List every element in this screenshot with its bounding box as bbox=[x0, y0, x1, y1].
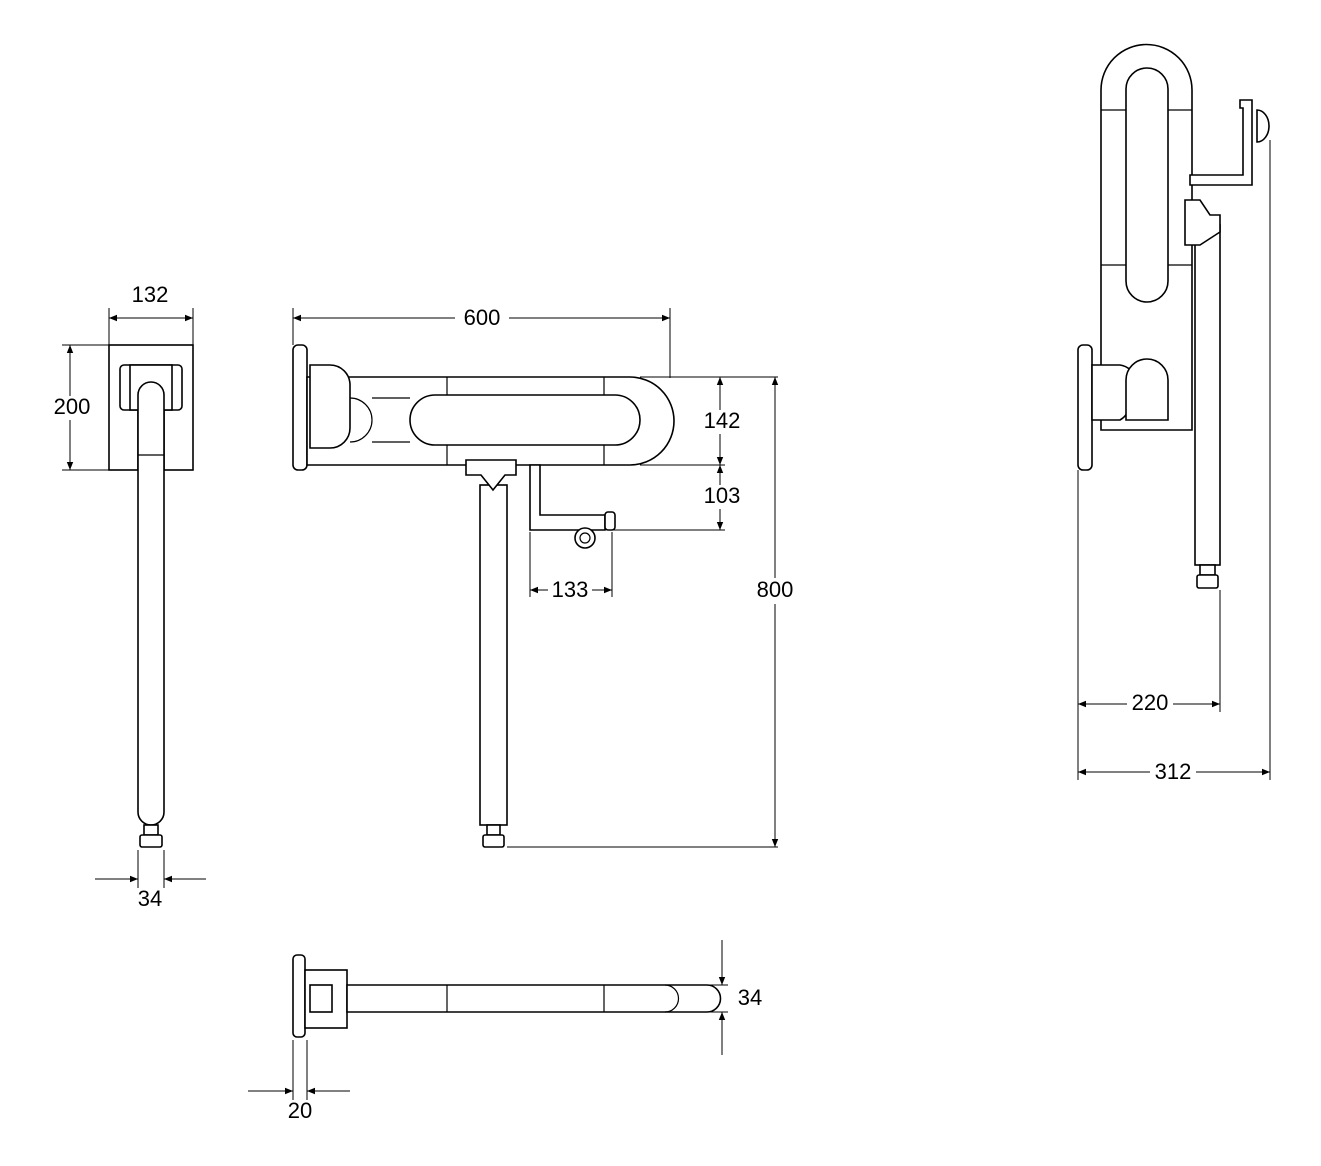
dim-bar-diameter: 34 bbox=[738, 985, 762, 1010]
foot-stem bbox=[143, 824, 159, 836]
foot-stem bbox=[486, 824, 501, 836]
dim-length: 600 bbox=[464, 305, 501, 330]
dim-width: 132 bbox=[132, 282, 169, 307]
foot-stem bbox=[1199, 564, 1216, 576]
dim-holder-width: 133 bbox=[552, 577, 589, 602]
foot bbox=[139, 834, 163, 848]
bar-end-curve bbox=[664, 984, 680, 1013]
paper-holder-roller bbox=[574, 527, 596, 549]
wall-plate bbox=[292, 954, 306, 1038]
dim-total-height: 800 bbox=[757, 577, 794, 602]
bar-slot bbox=[409, 394, 641, 446]
dim-height: 200 bbox=[54, 394, 91, 419]
paper-holder bbox=[529, 464, 606, 531]
dim-plate-thickness: 20 bbox=[288, 1098, 312, 1123]
bracket-curve bbox=[349, 397, 373, 443]
paper-holder-roller-core bbox=[579, 532, 591, 544]
bracket-core bbox=[309, 984, 333, 1013]
paper-holder bbox=[1189, 99, 1253, 186]
grab-bar bbox=[346, 984, 722, 1013]
label-background bbox=[1150, 760, 1196, 784]
pole-top bbox=[137, 381, 165, 470]
paper-holder-roller bbox=[1256, 109, 1270, 143]
label-background bbox=[698, 410, 744, 434]
wall-plate bbox=[1077, 344, 1093, 471]
wall-plate bbox=[292, 344, 308, 471]
folded-leg bbox=[1194, 224, 1221, 566]
foot bbox=[1196, 574, 1219, 589]
label-background bbox=[548, 579, 592, 603]
label-background bbox=[48, 396, 94, 420]
front-view: 600 142 103 800 133 bbox=[292, 305, 800, 848]
bar-slot bbox=[1125, 67, 1169, 303]
label-background bbox=[750, 578, 800, 604]
folded-view: 220 312 bbox=[1077, 43, 1271, 784]
dim-holder-drop: 103 bbox=[704, 483, 741, 508]
bracket bbox=[309, 364, 351, 449]
foot bbox=[482, 834, 505, 848]
bracket-cap bbox=[1125, 358, 1169, 421]
support-leg bbox=[479, 484, 508, 826]
top-view: 34 20 bbox=[248, 940, 762, 1123]
dim-total-depth: 312 bbox=[1155, 759, 1192, 784]
label-background bbox=[698, 485, 744, 509]
dim-pole-diameter: 34 bbox=[138, 886, 162, 911]
label-background bbox=[455, 306, 509, 330]
leg-hinge bbox=[465, 459, 517, 492]
leg-hinge bbox=[1184, 199, 1221, 246]
side-view: 132 200 34 bbox=[48, 282, 206, 911]
label-background bbox=[1127, 692, 1173, 716]
dim-bar-height: 142 bbox=[704, 408, 741, 433]
dim-leg-offset: 220 bbox=[1132, 690, 1169, 715]
paper-holder-tip bbox=[604, 511, 616, 531]
